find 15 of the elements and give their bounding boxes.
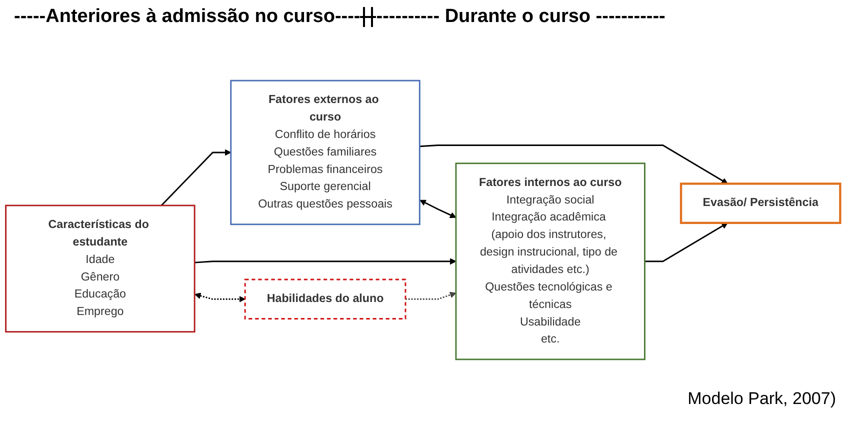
node-box: Características do estudante Idade Gênero Educação Emprego: [5, 204, 196, 333]
node-box: Habilidades do aluno: [244, 278, 406, 320]
node-box: Evasão/ Persistência: [680, 182, 842, 224]
node-box: Fatores externos ao curso Conflito de horários Questões familiares Problemas financeiros Suporte gerencial Outras questões pessoais: [230, 80, 420, 226]
arrow: [194, 292, 246, 302]
period-label: -----Anteriores à admissão no curso----: [14, 6, 360, 28]
arrow: [420, 200, 456, 218]
node-box: Fatores internos ao curso Integração social Integração acadêmica (apoio dos instrutores, design instrucional, tipo de atividades etc.) Questões tecnológicas e técnicas Usabilidade etc.: [455, 162, 646, 360]
arrow: [405, 292, 456, 300]
arrow: [194, 258, 456, 265]
period-label: ---------- Durante o curso -----------: [376, 6, 666, 28]
arrow: [160, 149, 232, 206]
source-note: Modelo Park, 2007): [688, 389, 836, 408]
arrow: [420, 144, 728, 184]
arrow: [644, 222, 728, 262]
